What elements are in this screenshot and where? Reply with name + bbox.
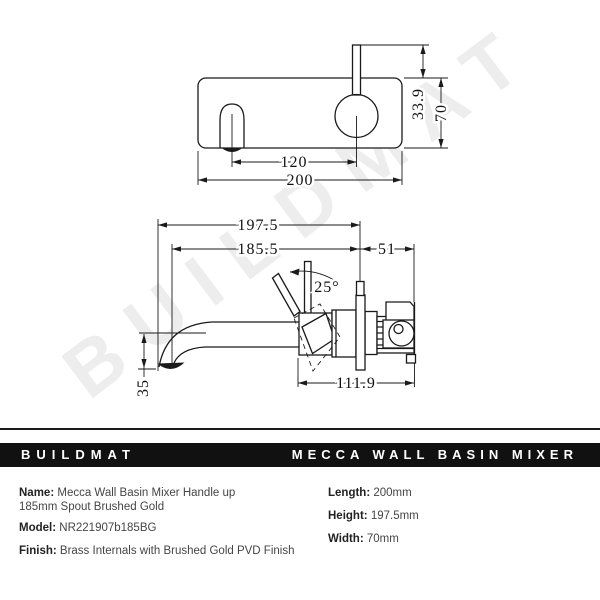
spec-finish-label: Finish: [19,545,57,557]
handle-side [271,272,301,317]
arrowhead [420,45,426,54]
arrowhead [405,380,414,386]
spec-name: Name: Mecca Wall Basin Mixer Handle up 1… [19,487,259,514]
wall-plate-front [197,77,403,149]
dim-label-51: 51 [378,241,396,258]
spout-side-tip [157,362,185,370]
spec-length-value: 200mm [373,487,412,499]
spout-bottom-profile [173,346,332,364]
arrowhead [361,246,371,252]
arrowhead [405,246,414,252]
handle-lever-front [351,44,362,96]
arrowhead [232,159,241,165]
dim-label-120: 120 [281,154,308,171]
arrowhead [198,177,207,183]
side-view [157,221,417,372]
spec-width-label: Width: [328,533,364,545]
brand-logo-text: BUILDMAT [21,447,136,462]
valve-bottom-tab [405,353,417,364]
spout-front-outline [219,103,245,148]
arrowhead [438,78,444,87]
plate-top-stub [355,280,365,297]
spec-model-value: NR221907b185BG [59,522,157,534]
arrowhead [290,268,300,276]
dim-label-197-5: 197.5 [238,217,279,234]
arrowhead [172,246,181,252]
spec-finish: Finish: Brass Internals with Brushed Gol… [19,545,294,559]
spec-name-line2: 185mm Spout Brushed Gold [19,500,165,513]
wall-plate-side [355,294,366,371]
spec-height-value: 197.5mm [370,510,419,522]
arrowhead [420,69,426,78]
dim-label-185-5: 185.5 [238,241,279,258]
arrowhead [298,380,307,386]
spec-length: Length: 200mm [328,487,412,501]
spec-name-line1: Mecca Wall Basin Mixer Handle up [57,487,236,499]
divider-rule [0,428,600,430]
handle-lever-side [303,260,312,317]
spec-width-value: 70mm [366,533,399,545]
spec-width: Width: 70mm [328,533,399,547]
dim-label-111-9: 111.9 [336,375,376,392]
spec-name-label: Name: [19,487,55,499]
spec-height: Height: 197.5mm [328,510,419,524]
cartridge-screw [393,323,404,335]
arrowhead [141,334,147,343]
arrowhead [347,159,357,165]
spec-model: Model: NR221907b185BG [19,522,156,536]
spec-height-label: Height: [328,510,368,522]
product-title: MECCA WALL BASIN MIXER [291,447,578,462]
arrowhead [141,359,147,368]
title-bar: BUILDMAT MECCA WALL BASIN MIXER [0,443,600,467]
spec-model-label: Model: [19,522,57,534]
arrowhead [350,246,359,252]
dim-label-33-9: 33.9 [410,88,427,120]
dim-label-35: 35 [135,379,152,397]
dim-label-70: 70 [433,104,450,122]
arrowhead [351,222,360,228]
front-view [197,44,403,167]
spec-length-label: Length: [328,487,371,499]
cartridge-port [388,320,415,347]
handle-sweep-dashed [293,303,341,372]
technical-drawing: 120 200 33.9 70 197.5 185.5 51 25° 111.9… [133,44,453,400]
dim-label-200: 200 [287,172,314,189]
arrowhead [393,177,402,183]
arrowhead [158,222,167,228]
arrowhead [438,139,444,148]
valve-flange [364,310,378,356]
dimensions: 120 200 33.9 70 197.5 185.5 51 25° 111.9… [133,44,453,400]
valve-top-block [385,301,415,322]
spec-finish-value: Brass Internals with Brushed Gold PVD Fi… [59,545,295,557]
dim-label-25deg: 25° [314,279,339,296]
